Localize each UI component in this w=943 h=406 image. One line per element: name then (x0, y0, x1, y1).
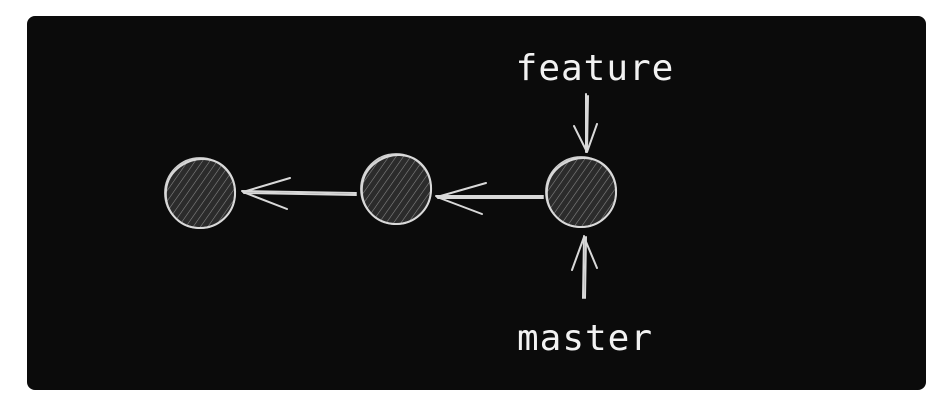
commit-node-3 (545, 156, 618, 229)
feature-pointer-arrow (573, 93, 598, 153)
commit-node-1 (164, 157, 237, 230)
master-branch-label: master (517, 318, 653, 359)
parent-arrow-3-to-2 (435, 182, 544, 215)
feature-branch-label: feature (516, 48, 675, 89)
commit-node-2 (360, 153, 433, 226)
master-pointer-arrow (571, 235, 598, 299)
parent-arrow-2-to-1 (241, 177, 357, 210)
